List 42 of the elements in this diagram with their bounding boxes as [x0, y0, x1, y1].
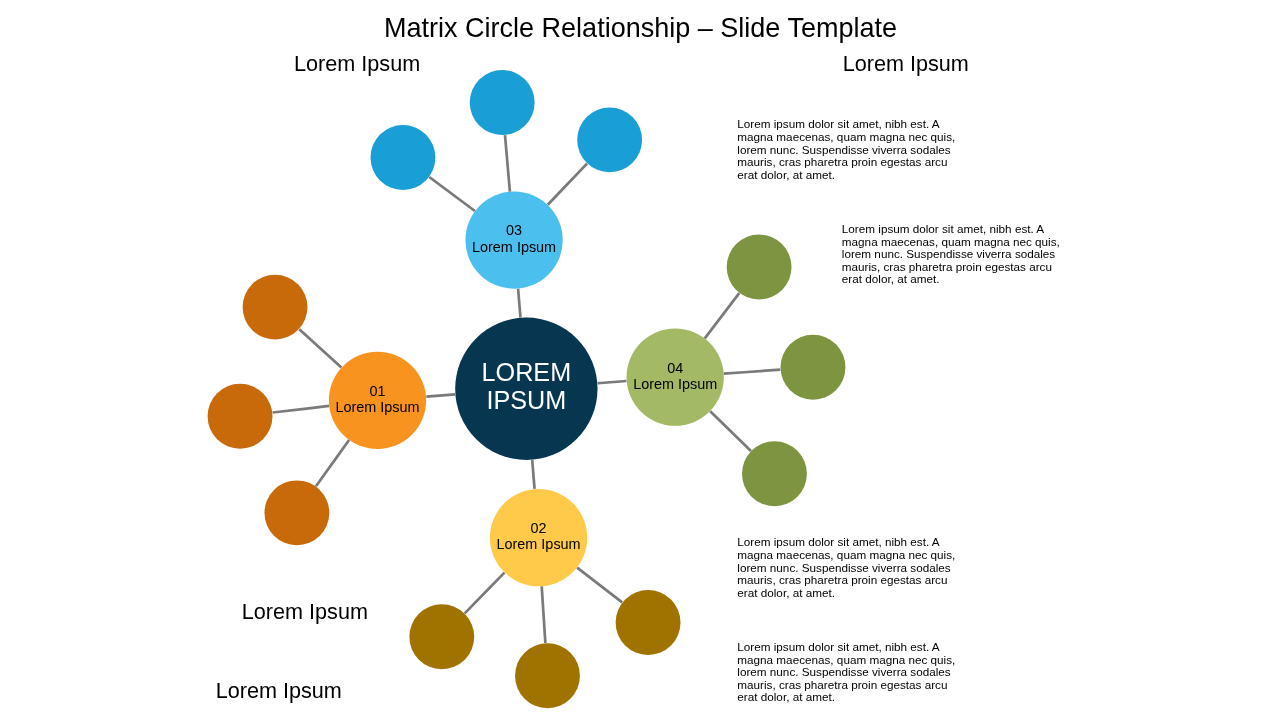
node-circle: 02 Lorem Ipsum — [489, 489, 587, 587]
connector — [463, 571, 505, 615]
node-circle — [370, 125, 435, 190]
label: Lorem ipsum dolor sit amet, nibh est. A magna maecenas, quam magna nec quis, lorem nunc. Suspendisse viverra sodales mauris, cras pharetra proin egestas arcu erat dolor, at amet. — [736, 639, 955, 704]
label: Lorem Ipsum — [241, 599, 368, 625]
connector — [503, 134, 511, 192]
label: Lorem Ipsum — [215, 677, 342, 703]
node-circle — [408, 604, 474, 670]
node-circle — [469, 70, 535, 135]
connector — [427, 175, 476, 213]
connector — [271, 404, 329, 414]
diagram-title: Matrix Circle Relationship – Slide Template — [383, 13, 897, 44]
connector — [516, 288, 522, 318]
connector — [530, 459, 536, 490]
label: Lorem ipsum dolor sit amet, nibh est. A magna maecenas, quam magna nec quis, lorem nunc. Suspendisse viverra sodales mauris, cras pharetra proin egestas arcu erat dolor, at amet. — [841, 221, 1060, 286]
node-circle: 01 Lorem Ipsum — [328, 351, 426, 449]
node-circle — [242, 274, 307, 340]
node-circle — [514, 643, 580, 709]
node-circle — [207, 383, 272, 449]
connector — [708, 410, 752, 452]
connector — [297, 328, 342, 369]
connector — [703, 292, 740, 340]
node-circle: 03 Lorem Ipsum — [464, 191, 563, 289]
node-circle — [576, 107, 642, 173]
node-circle — [780, 334, 845, 400]
label: Lorem ipsum dolor sit amet, nibh est. A magna maecenas, quam magna nec quis, lorem nunc. Suspendisse viverra sodales mauris, cras pharetra proin egestas arcu erat dolor, at amet. — [736, 535, 955, 599]
label: Lorem Ipsum — [293, 50, 420, 76]
connector — [597, 379, 626, 385]
connector — [425, 393, 455, 398]
node-circle — [741, 441, 807, 507]
node-circle — [726, 234, 792, 300]
connector — [539, 586, 547, 644]
node-circle: LOREM IPSUM — [454, 317, 598, 460]
node-circle — [263, 480, 329, 546]
label: Lorem ipsum dolor sit amet, nibh est. A magna maecenas, quam magna nec quis, lorem nunc. Suspendisse viverra sodales mauris, cras pharetra proin egestas arcu erat dolor, at amet. — [736, 117, 955, 181]
connector — [575, 566, 623, 604]
connector — [314, 439, 350, 487]
connector — [723, 368, 780, 376]
label: Lorem Ipsum — [842, 50, 969, 76]
connector — [546, 162, 588, 206]
node-circle — [615, 590, 680, 655]
node-circle: 04 Lorem Ipsum — [626, 328, 724, 426]
